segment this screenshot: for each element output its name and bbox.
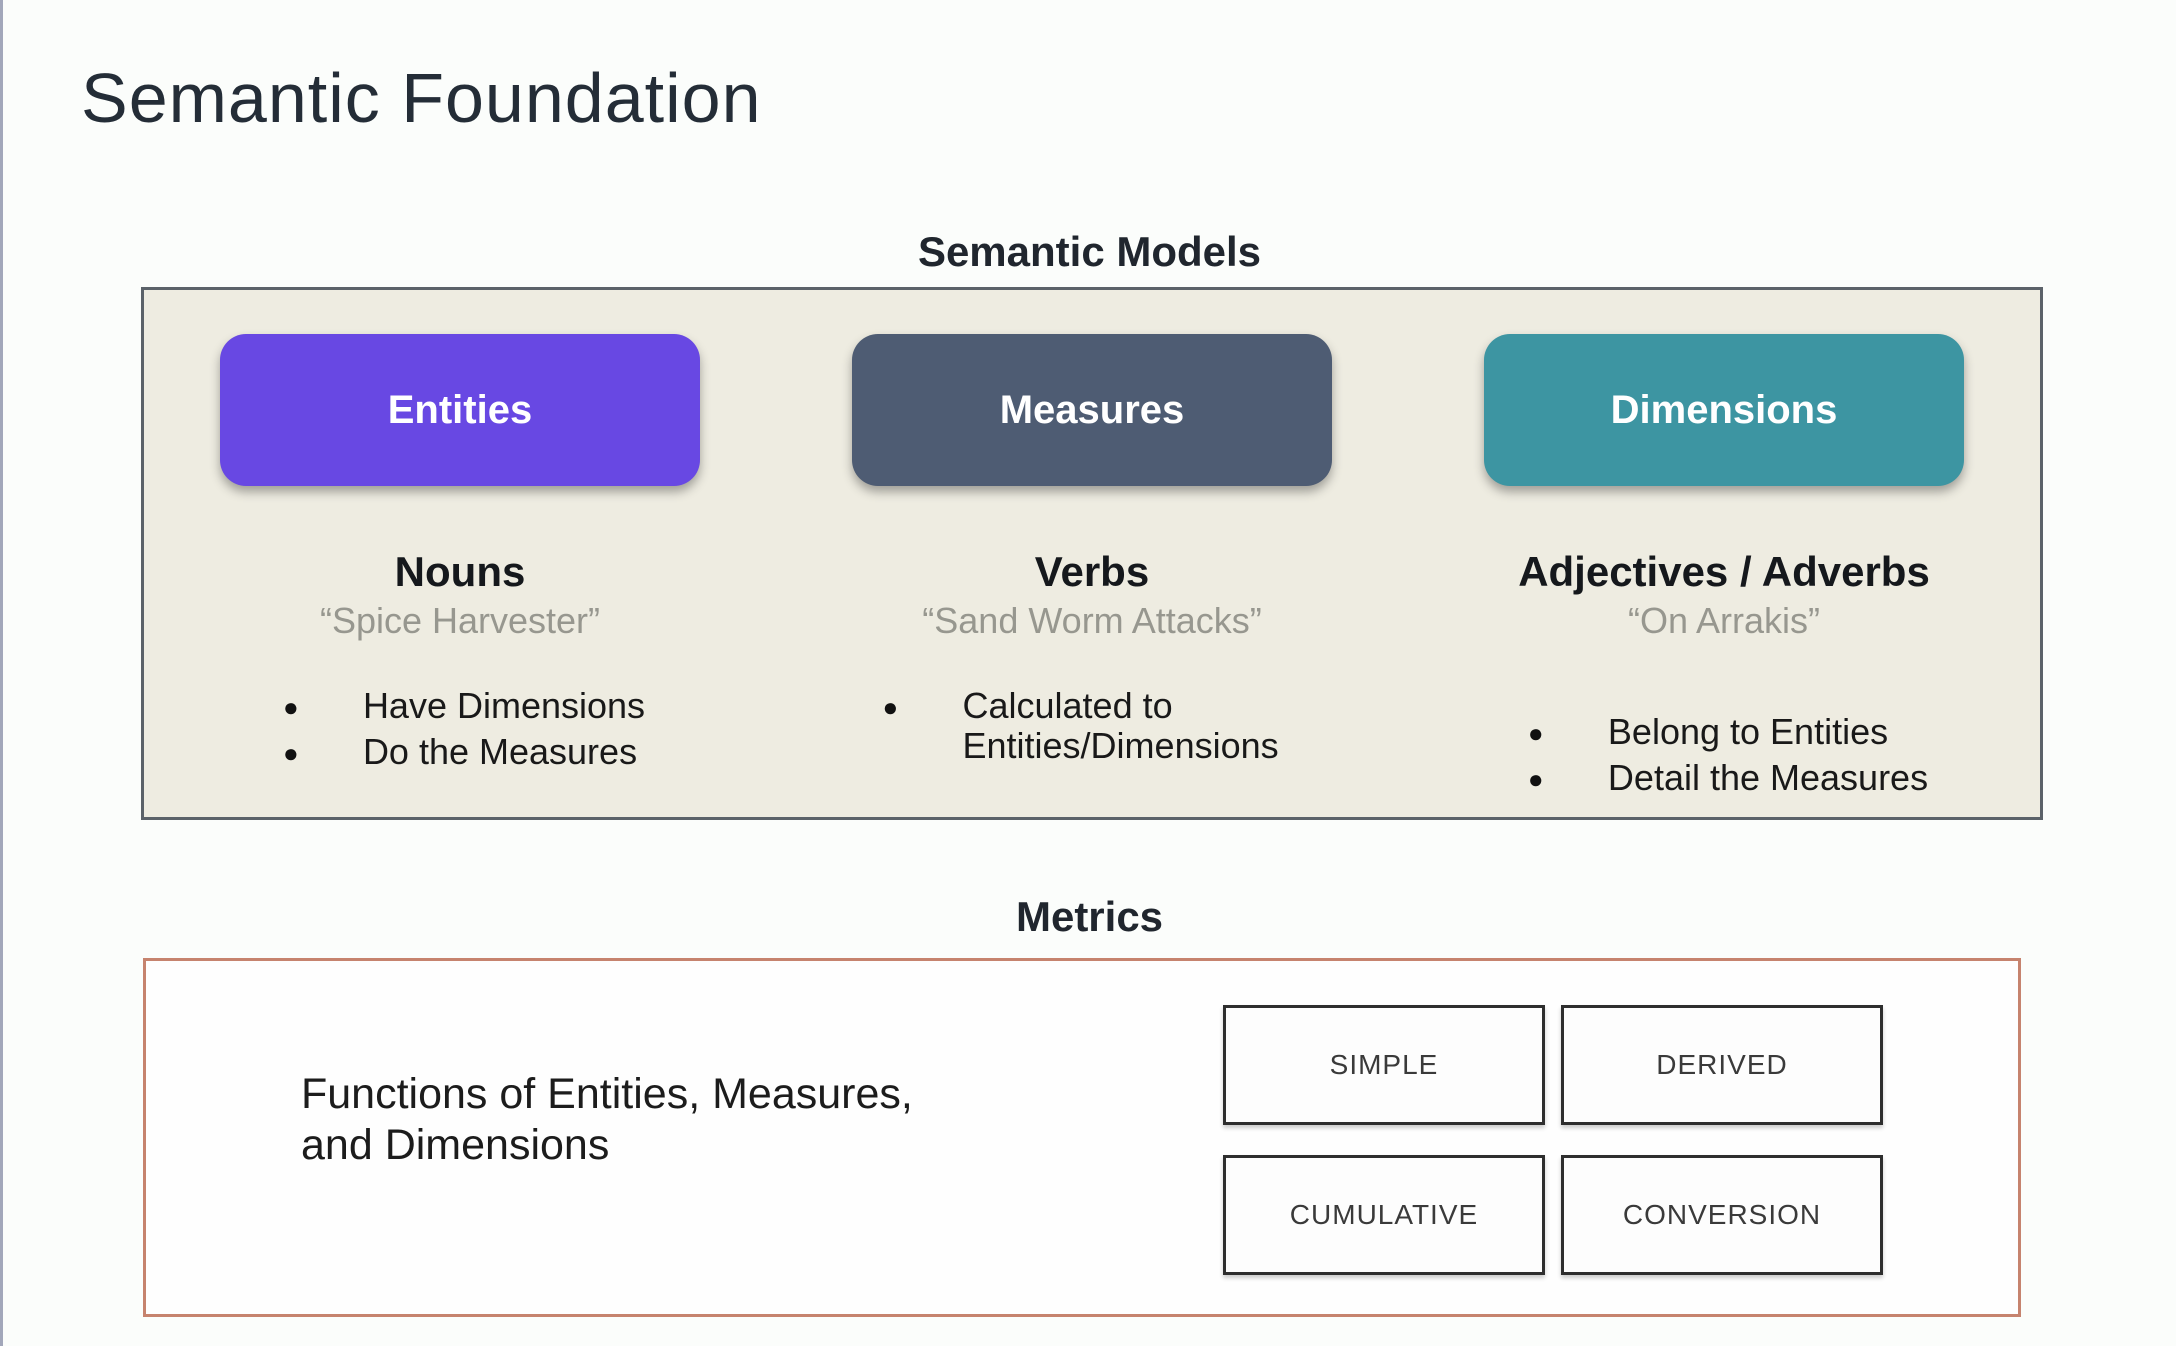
measures-node-label: Measures bbox=[999, 387, 1185, 432]
metric-type-simple: SIMPLE bbox=[1223, 1005, 1545, 1125]
metrics-description-line2: and Dimensions bbox=[301, 1120, 610, 1169]
entities-column: Entities Nouns “Spice Harvester” ● Have D… bbox=[144, 290, 776, 817]
bullet-dot-icon: ● bbox=[282, 738, 299, 769]
dimensions-column: Dimensions Adjectives / Adverbs “On Arra… bbox=[1408, 290, 2040, 817]
bullet-item: ● Calculated to Entities/Dimensions bbox=[875, 685, 1310, 767]
bullet-item: ● Have Dimensions bbox=[275, 685, 646, 726]
dimensions-node-label: Dimensions bbox=[1610, 387, 1838, 432]
bullet-text: Have Dimensions bbox=[362, 685, 646, 726]
metrics-heading: Metrics bbox=[1015, 893, 1164, 940]
measures-bullet-list: ● Calculated to Entities/Dimensions bbox=[875, 680, 1310, 773]
entities-quote: “Spice Harvester” bbox=[319, 600, 601, 641]
dimensions-node: Dimensions bbox=[1484, 334, 1964, 486]
dimensions-quote: “On Arrakis” bbox=[1627, 600, 1821, 641]
bullet-dot-icon: ● bbox=[1527, 718, 1544, 748]
measures-subtitle: Verbs bbox=[1034, 548, 1150, 595]
bullet-dot-icon: ● bbox=[282, 692, 299, 722]
bullet-text: Belong to Entities bbox=[1607, 711, 1889, 752]
metrics-description-line1: Functions of Entities, Measures, bbox=[301, 1070, 913, 1118]
entities-bullet-list: ● Have Dimensions ● Do the Measures bbox=[275, 680, 645, 779]
dimensions-subtitle: Adjectives / Adverbs bbox=[1518, 548, 1930, 595]
metric-type-derived: DERIVED bbox=[1561, 1005, 1883, 1125]
measures-node: Measures bbox=[852, 334, 1332, 486]
bullet-item: ● Belong to Entities bbox=[1520, 711, 1928, 752]
entities-node: Entities bbox=[220, 334, 700, 486]
metrics-type-grid: SIMPLE DERIVED CUMULATIVE CONVERSION bbox=[1223, 1005, 1883, 1275]
dimensions-bullet-list: ● Belong to Entities ● Detail the Measures bbox=[1520, 706, 1928, 805]
metrics-panel: Functions of Entities, Measures, and Dim… bbox=[143, 958, 2021, 1317]
metric-type-cumulative: CUMULATIVE bbox=[1223, 1155, 1545, 1275]
semantic-models-heading: Semantic Models bbox=[917, 228, 1262, 275]
entities-subtitle: Nouns bbox=[394, 548, 526, 595]
measures-column: Measures Verbs “Sand Worm Attacks” ● Calc… bbox=[776, 290, 1408, 817]
measures-quote: “Sand Worm Attacks” bbox=[922, 600, 1262, 641]
bullet-dot-icon: ● bbox=[882, 692, 899, 722]
bullet-text: Detail the Measures bbox=[1607, 757, 1929, 799]
bullet-item: ● Detail the Measures bbox=[1520, 758, 1928, 798]
bullet-item: ● Do the Measures bbox=[275, 732, 645, 772]
metric-type-conversion: CONVERSION bbox=[1561, 1155, 1883, 1275]
bullet-text: Do the Measures bbox=[362, 731, 638, 773]
metrics-description: Functions of Entities, Measures, and Dim… bbox=[301, 1069, 913, 1170]
semantic-models-panel: Entities Nouns “Spice Harvester” ● Have D… bbox=[141, 287, 2043, 820]
entities-node-label: Entities bbox=[387, 387, 533, 432]
bullet-text: Calculated to Entities/Dimensions bbox=[962, 685, 1279, 767]
slide-title: Semantic Foundation bbox=[81, 59, 762, 137]
bullet-dot-icon: ● bbox=[1527, 764, 1544, 795]
